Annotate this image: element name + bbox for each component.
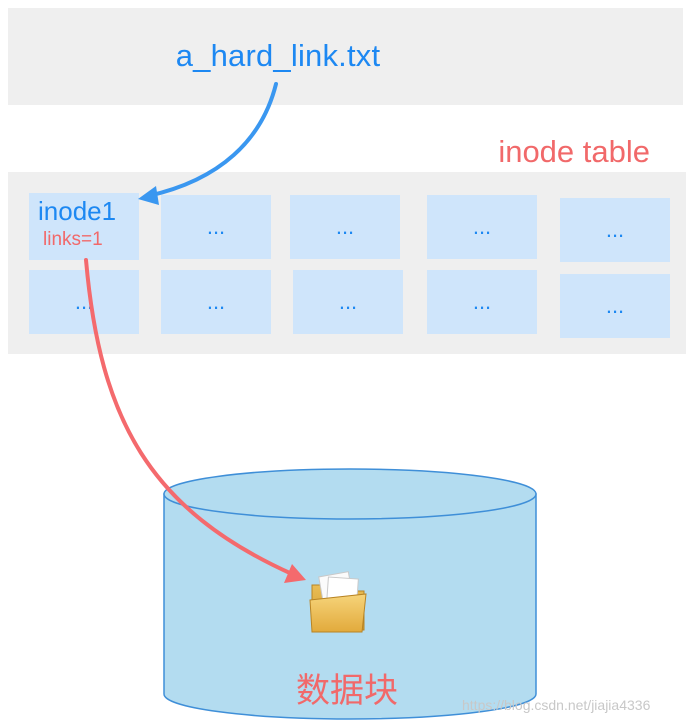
folder-icon xyxy=(309,571,367,633)
inode-cell-placeholder: ... xyxy=(605,293,625,318)
data-block-label: 数据块 xyxy=(296,671,398,711)
red-link-arrow xyxy=(84,258,306,583)
inode-cell-placeholder: ... xyxy=(338,289,358,314)
inode-cell: ... xyxy=(290,195,400,259)
inode-cell: ... xyxy=(29,270,139,334)
inode-cell: ... xyxy=(560,198,670,262)
inode-cell-placeholder: ... xyxy=(472,214,492,239)
inode-cell-placeholder: ... xyxy=(472,289,492,314)
inode-cell-placeholder: ... xyxy=(335,214,355,239)
inode-cell: ... xyxy=(161,270,271,334)
file-name-panel xyxy=(8,8,683,105)
inode-table-label: inode table xyxy=(498,134,650,169)
inode-name: inode1 xyxy=(38,196,117,226)
watermark: https://blog.csdn.net/jiajia4336 xyxy=(462,697,651,713)
inode-cell-placeholder: ... xyxy=(605,217,625,242)
file-name-label: a_hard_link.txt xyxy=(175,38,381,73)
inode-cell: ... xyxy=(427,270,537,334)
inode-cell-placeholder: ... xyxy=(206,214,226,239)
inode-cell: ... xyxy=(427,195,537,259)
inode-cell: ... xyxy=(161,195,271,259)
inode-link-count: links=1 xyxy=(43,229,103,250)
blue-link-arrow xyxy=(138,82,278,205)
inode-cell: ... xyxy=(560,274,670,338)
inode-cell-placeholder: ... xyxy=(206,289,226,314)
inode-cell: ... xyxy=(293,270,403,334)
inode-cell-inode1: inode1 links=1 xyxy=(29,193,139,260)
